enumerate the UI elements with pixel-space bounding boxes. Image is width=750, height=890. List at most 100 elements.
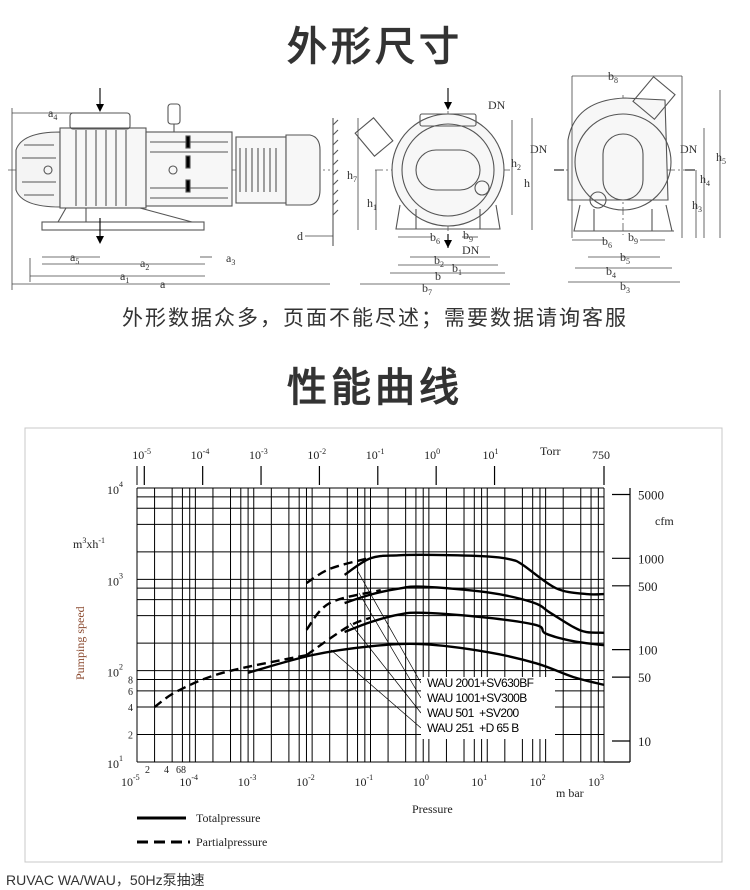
- dimension-label-side: a4: [48, 106, 57, 122]
- left-minor-tick-label: 2: [128, 731, 133, 742]
- top-axis-unit: Torr: [540, 444, 560, 458]
- dimensions-note: 外形数据众多，页面不能尽述；需要数据请询客服: [122, 306, 628, 330]
- curve-partial-0: [305, 557, 369, 585]
- dimension-label-rear: b9: [628, 230, 638, 246]
- series-label: WAU 251 +D 65 B: [427, 721, 519, 735]
- series-label-box: [421, 677, 555, 739]
- bottom-axis-tick-label: 10-2: [296, 773, 315, 789]
- right-axis-tick-label: 5000: [638, 487, 664, 502]
- bottom-axis-tick-label: 10-5: [121, 773, 140, 789]
- dimension-label-front: b9: [463, 228, 473, 244]
- bottom-axis-tick-label: 10-4: [179, 773, 198, 789]
- right-axis-unit: cfm: [655, 514, 674, 528]
- legend-total-label: Totalpressure: [196, 811, 260, 825]
- right-axis-tick-label: 1000: [638, 551, 664, 566]
- dimension-label-rear: h4: [700, 172, 710, 188]
- dimension-label-front: h1: [367, 196, 377, 212]
- dimension-label-front: h7: [347, 168, 357, 184]
- legend: Totalpressure Partialpressure: [137, 811, 267, 849]
- bottom-minor-tick-label: 68: [176, 765, 186, 776]
- top-axis-tick-label: 10-5: [132, 447, 151, 462]
- dimension-label-front: h2: [511, 156, 521, 172]
- legend-partial-label: Partialpressure: [196, 835, 267, 849]
- left-axis-tick-label: 101: [107, 754, 123, 771]
- dimensions-title: 外形尺寸: [287, 24, 463, 70]
- curve-total-3: [247, 642, 605, 686]
- dimension-label-side: a3: [226, 251, 235, 267]
- bottom-minor-tick-label: 2: [145, 765, 150, 776]
- chart-curves: [153, 553, 605, 708]
- top-axis-tick-label: 101: [483, 447, 499, 462]
- right-axis-tick-label: 500: [638, 579, 658, 594]
- dimension-label-front: h: [524, 176, 530, 190]
- leader-line: [356, 569, 422, 684]
- front-view-drawing: [354, 88, 510, 248]
- chart-grid: [136, 487, 605, 763]
- series-label: WAU 1001+SV300B: [427, 691, 527, 705]
- dimension-label-front: b6: [430, 230, 440, 246]
- bottom-axis-tick-label: 100: [413, 773, 429, 789]
- curve-total-1: [344, 585, 605, 634]
- chart-caption: RUVAC WA/WAU，50Hz泵抽速: [6, 872, 205, 888]
- dimension-label-rear: b8: [608, 69, 618, 85]
- left-minor-tick-label: 8: [128, 676, 133, 687]
- dimension-label-rear: b5: [620, 250, 630, 266]
- dimension-label-side: a: [160, 277, 166, 291]
- curve-partial-3: [153, 653, 307, 708]
- right-axis-tick-label: 50: [638, 670, 651, 685]
- left-axis-tick-label: 104: [107, 480, 123, 497]
- bottom-axis-tick-label: 101: [471, 773, 487, 789]
- label-leader-lines: [330, 569, 422, 729]
- dimension-lines: [11, 75, 721, 290]
- dimension-label-rear: DN: [530, 142, 548, 156]
- top-axis-tick-label: 10-4: [191, 447, 210, 462]
- curve-partial-2: [305, 616, 371, 657]
- chart-frame: [24, 427, 723, 863]
- dimension-label-rear: b4: [606, 264, 616, 280]
- top-axis-tick-label: 10-1: [366, 447, 385, 462]
- series-label: WAU 2001+SV630BF: [427, 676, 534, 690]
- y-axis-label: Pumping speed: [73, 606, 87, 680]
- leader-line: [330, 649, 422, 729]
- bottom-axis-tick-label: 103: [588, 773, 604, 789]
- performance-title: 性能曲线: [287, 365, 463, 411]
- dimension-label-front: b7: [422, 281, 432, 297]
- bottom-axis-tick-label: 10-1: [355, 773, 374, 789]
- left-minor-tick-label: 6: [128, 687, 133, 698]
- x-axis-label: Pressure: [412, 802, 453, 816]
- right-axis-tick-label: 10: [638, 734, 651, 749]
- x-axis-unit: m bar: [556, 786, 584, 800]
- top-axis-tick-label: 750: [592, 448, 610, 462]
- dimension-label-front: DN: [488, 98, 506, 112]
- dimension-label-rear: DN: [680, 142, 698, 156]
- dimension-label-front: b1: [452, 261, 462, 277]
- dimension-label-rear: h5: [716, 150, 726, 166]
- leader-line: [358, 592, 422, 699]
- series-label: WAU 501 +SV200: [427, 706, 520, 720]
- dimension-label-side: a5: [70, 250, 79, 266]
- dimension-label-rear: h3: [692, 198, 702, 214]
- rear-view-drawing: [554, 75, 695, 235]
- curve-total-2: [344, 611, 605, 647]
- y-axis-unit: m3xh-1: [73, 536, 105, 551]
- top-axis-tick-label: 100: [424, 447, 440, 462]
- left-axis-tick-label: 103: [107, 571, 123, 588]
- right-axis-tick-label: 100: [638, 643, 658, 658]
- dimension-label-side: a1: [120, 269, 129, 285]
- dimension-label-side: a2: [140, 256, 149, 272]
- leader-line: [349, 622, 422, 714]
- bottom-minor-tick-label: 4: [164, 765, 169, 776]
- dimension-label-side: d: [297, 229, 303, 243]
- chart-axes: [136, 466, 631, 763]
- dimension-label-rear: b3: [620, 279, 630, 295]
- dimension-label-front: DN: [462, 243, 480, 257]
- dimension-label-front: b2: [434, 253, 444, 269]
- left-axis-tick-label: 102: [107, 663, 123, 680]
- dimension-label-rear: b6: [602, 234, 612, 250]
- curve-partial-1: [305, 589, 382, 631]
- top-axis-tick-label: 10-2: [307, 447, 326, 462]
